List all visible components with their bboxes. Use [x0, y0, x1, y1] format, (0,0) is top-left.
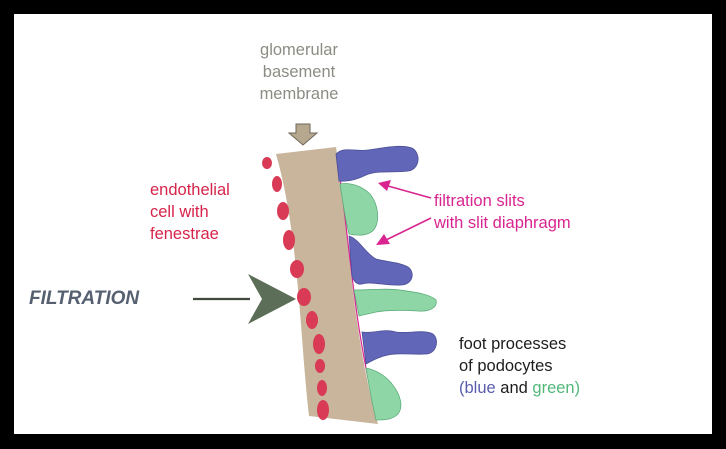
foot-process-green — [354, 289, 436, 316]
endothelial-label-line: endothelial — [150, 179, 230, 201]
endothelial-blob — [317, 400, 329, 420]
endothelial-label-line: fenestrae — [150, 223, 230, 245]
gbm-label: glomerular basement membrane — [239, 39, 359, 105]
glomerular-filtration-diagram — [14, 14, 712, 434]
diagram-canvas: glomerular basement membrane endothelial… — [14, 14, 712, 434]
endothelial-blob — [317, 380, 327, 396]
endothelial-blob — [283, 230, 295, 250]
close-paren: ) — [575, 379, 581, 397]
slit-arrows — [376, 180, 431, 245]
foot-label-line: foot processes — [459, 333, 580, 355]
gbm-label-line: membrane — [239, 83, 359, 105]
endothelial-blob — [262, 157, 272, 169]
endothelial-blob — [290, 260, 304, 278]
endothelial-blob — [315, 359, 325, 373]
endothelial-blob — [277, 202, 289, 220]
foot-label-line: of podocytes — [459, 355, 580, 377]
foot-process-blue — [362, 331, 437, 364]
filtration-slits-label: filtration slits with slit diaphragm — [434, 190, 571, 234]
gbm-label-line: basement — [239, 61, 359, 83]
endothelial-blob — [297, 288, 311, 306]
slit-arrow-line — [388, 186, 431, 198]
endothelial-label-line: cell with — [150, 201, 230, 223]
gbm-label-line: glomerular — [239, 39, 359, 61]
and-word: and — [496, 379, 533, 397]
endothelial-blob — [313, 334, 325, 354]
foot-processes-label: foot processes of podocytes (blue and gr… — [459, 333, 580, 399]
foot-label-line-colors: (blue and green) — [459, 377, 580, 399]
blue-word: blue — [465, 379, 496, 397]
slits-label-line: filtration slits — [434, 190, 571, 212]
foot-process-blue — [336, 146, 418, 181]
filtration-arrow-icon — [193, 274, 296, 324]
green-word: green — [532, 379, 574, 397]
gbm-arrow-icon — [289, 124, 317, 145]
endothelial-label: endothelial cell with fenestrae — [150, 179, 230, 245]
endothelial-blob — [272, 176, 282, 192]
slits-label-line: with slit diaphragm — [434, 212, 571, 234]
endothelial-blob — [306, 311, 318, 329]
filtration-label: FILTRATION — [29, 288, 139, 310]
slit-arrow-line — [386, 218, 431, 240]
